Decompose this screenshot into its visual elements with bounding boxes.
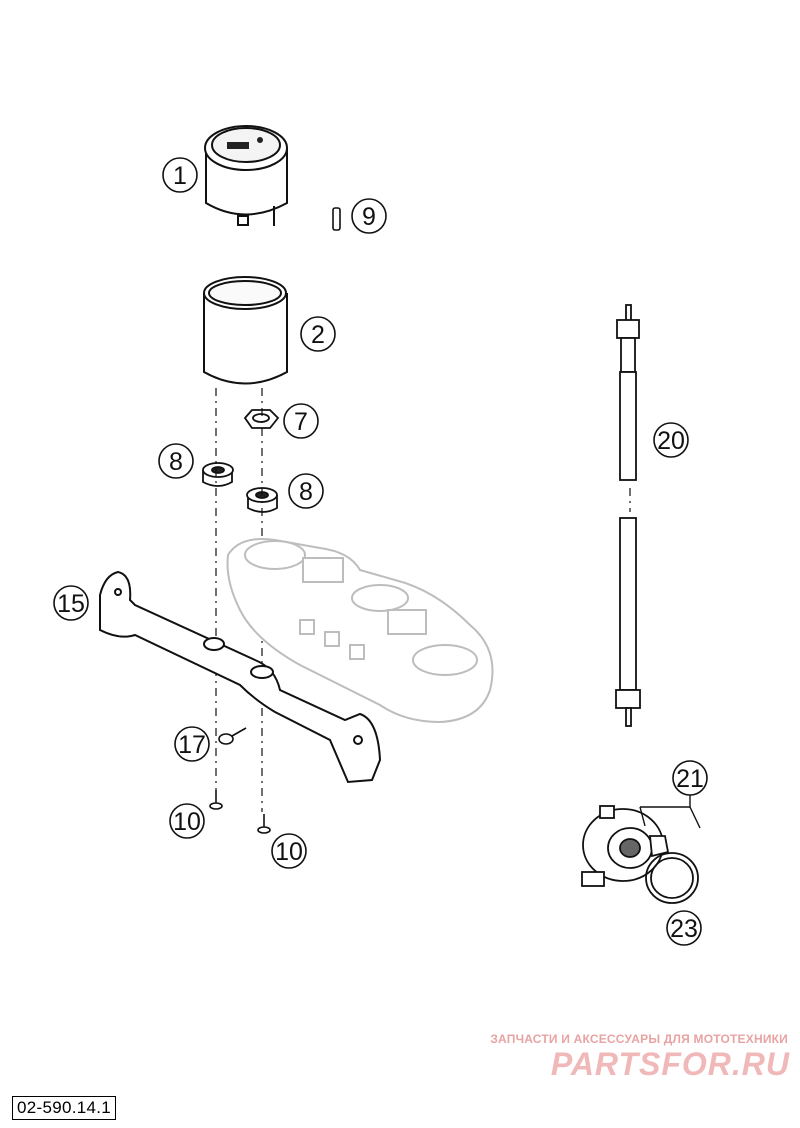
svg-text:17: 17 — [178, 731, 206, 759]
triple-clamp-ghost — [226, 538, 494, 724]
svg-text:8: 8 — [169, 448, 183, 476]
svg-text:10: 10 — [173, 808, 201, 836]
callout-10-a: 10 — [169, 803, 205, 839]
callout-1: 1 — [162, 157, 198, 193]
speedometer-part — [204, 125, 288, 226]
callout-21: 21 — [672, 760, 708, 796]
callout-8-b: 8 — [288, 473, 324, 509]
diagram-reference-code: 02-590.14.1 — [12, 1096, 117, 1120]
ring-part — [645, 852, 699, 904]
svg-text:10: 10 — [275, 838, 303, 866]
svg-text:1: 1 — [173, 162, 187, 190]
clip-part — [332, 207, 341, 231]
svg-text:15: 15 — [57, 590, 85, 618]
bracket-part — [99, 570, 382, 784]
cable-part — [615, 304, 641, 727]
svg-text:21: 21 — [676, 765, 704, 793]
callout-2: 2 — [300, 316, 336, 352]
screw-part-b — [257, 814, 271, 834]
svg-text:23: 23 — [670, 915, 698, 943]
svg-text:9: 9 — [362, 203, 376, 231]
callout-20: 20 — [653, 422, 689, 458]
callout-21-leader — [639, 795, 701, 829]
rubber-cup-part — [203, 276, 288, 385]
callout-15: 15 — [53, 585, 89, 621]
assembly-lines — [215, 388, 631, 812]
callout-7: 7 — [283, 403, 319, 439]
svg-text:8: 8 — [299, 478, 313, 506]
callout-17: 17 — [174, 726, 210, 762]
watermark-logo: PARTSFOR.RU — [550, 1046, 790, 1082]
svg-text:20: 20 — [657, 427, 685, 455]
svg-text:2: 2 — [311, 321, 325, 349]
callout-23: 23 — [666, 910, 702, 946]
svg-text:7: 7 — [294, 408, 308, 436]
watermark-caption: ЗАПЧАСТИ И АКСЕССУАРЫ ДЛЯ МОТОТЕХНИКИ — [490, 1032, 788, 1046]
bolt-part — [218, 727, 247, 745]
nut-part — [243, 409, 280, 429]
callout-9: 9 — [351, 198, 387, 234]
drive-unit-part — [581, 805, 670, 887]
callout-8-a: 8 — [158, 443, 194, 479]
screw-part-a — [209, 790, 223, 810]
callout-10-b: 10 — [271, 833, 307, 869]
grommet-part-a — [202, 462, 234, 487]
